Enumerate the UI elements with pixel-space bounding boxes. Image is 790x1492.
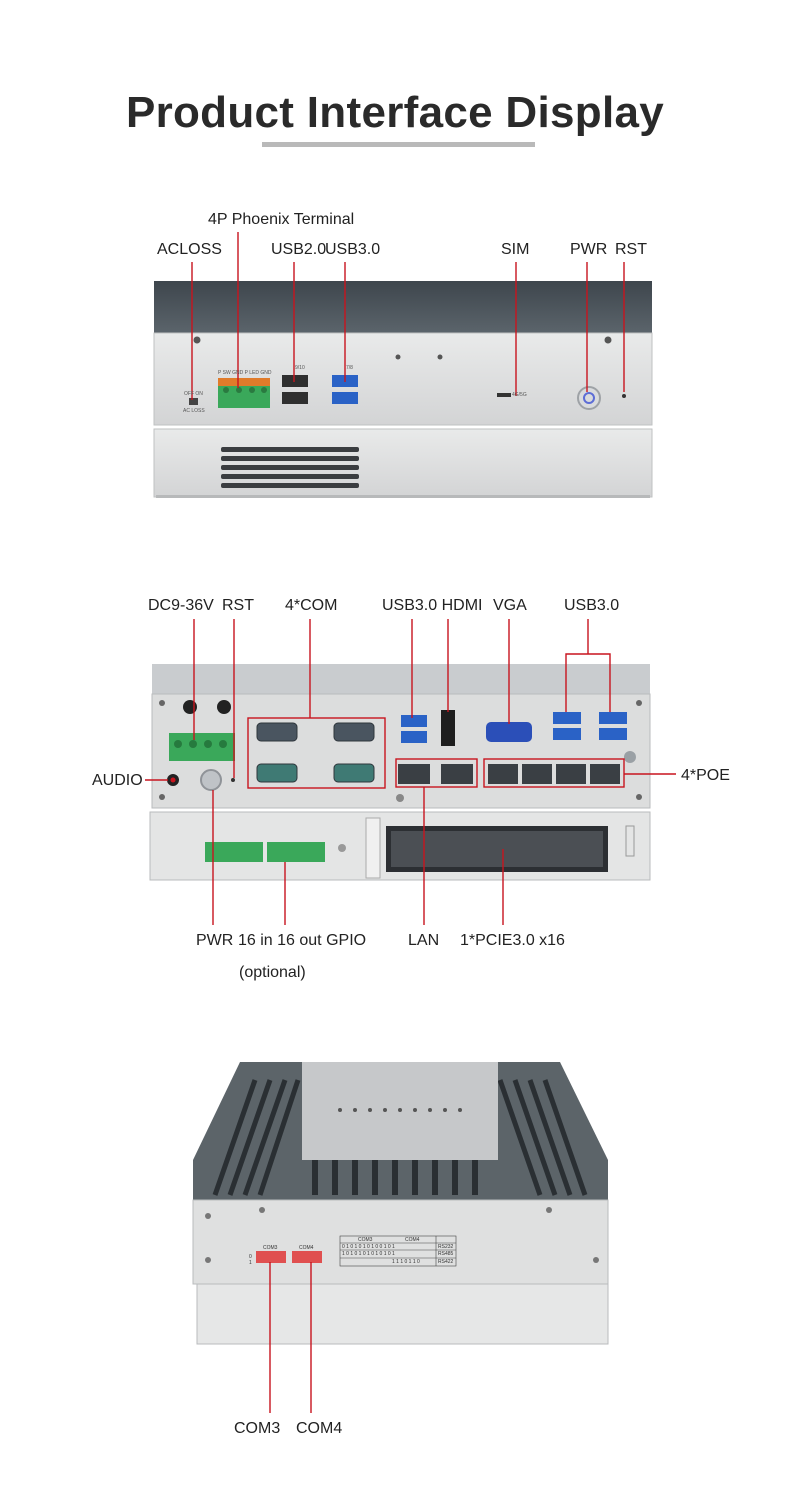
label-com4: COM4 [296,1420,343,1437]
label-rst: RST [615,241,647,258]
label-pcie: 1*PCIE3.0 x16 [460,932,565,949]
silk-terminal: P SW GND P LED GND [218,370,272,376]
dip-silk-com3: COM3 [263,1245,278,1251]
page-title: Product Interface Display [125,88,665,137]
silk-usb2-ports: 9/10 [295,365,305,371]
dip-table-row-bits: 1 1 1 0 1 1 0 [392,1259,420,1265]
dip-table-header-com4: COM4 [405,1237,420,1243]
silk-usb3-ports: 7/8 [346,365,353,371]
label-gpio: 16 in 16 out GPIO [238,932,367,949]
label-lan: LAN [408,932,440,949]
label-vga: VGA [493,597,527,614]
label-phoenix-terminal: 4P Phoenix Terminal [208,211,355,228]
dip-table-row-bits: 1 0 1 0 1 0 1 0 1 0 1 0 1 [342,1251,395,1257]
front-device-image [153,232,653,498]
label-acloss: ACLOSS [157,241,222,258]
label-dc-input: DC9-36V [148,597,214,614]
label-audio: AUDIO [92,772,143,789]
dip-table-header-com3: COM3 [358,1237,373,1243]
label-4com: 4*COM [285,597,338,614]
label-com3: COM3 [234,1420,281,1437]
label-rst-rear: RST [222,597,254,614]
label-usb3-rear: USB3.0 [564,597,620,614]
silk-sim-slot: 4G/5G [512,392,527,398]
dip-table-row-mode: RS422 [438,1259,454,1265]
dip-table-row-bits: 0 1 0 1 0 1 0 1 0 0 1 0 1 [342,1244,395,1250]
title-underline [262,142,535,147]
dip-silk-row1: 1 [249,1260,252,1266]
dip-table-row-mode: RS232 [438,1244,454,1250]
label-pwr-rear: PWR [196,932,234,949]
label-usb3: USB3.0 [325,241,381,258]
label-usb2: USB2.0 [271,241,327,258]
dip-silk-row0: 0 [249,1254,252,1260]
rear-device-image [145,619,676,925]
silk-switch-name: AC LOSS [183,408,205,414]
dip-silk-com4: COM4 [299,1245,314,1251]
label-sim: SIM [501,241,530,258]
label-optional: (optional) [239,964,306,981]
label-4poe: 4*POE [681,767,730,784]
silk-switch-on: OFF ON [184,391,203,397]
label-usb3-hdmi: USB3.0 HDMI [382,597,483,614]
label-pwr: PWR [570,241,608,258]
dip-table-row-mode: RS485 [438,1251,454,1257]
